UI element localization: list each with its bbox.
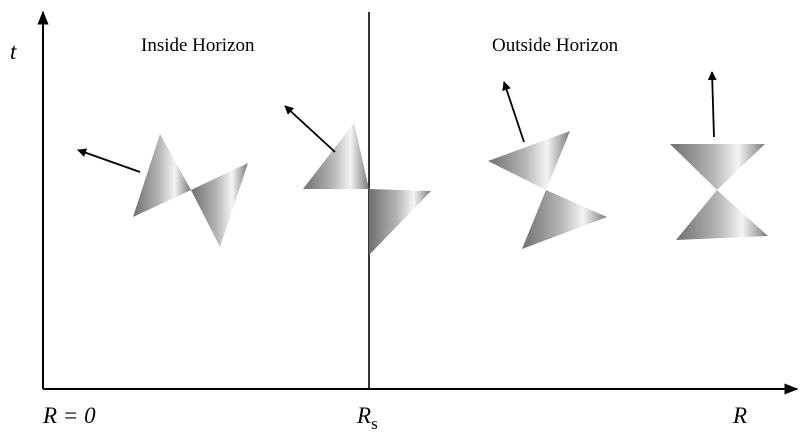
light-cone-inside-near — [285, 106, 431, 255]
future-direction-arrow — [712, 72, 714, 137]
future-direction-arrow — [78, 150, 140, 172]
light-cone-outside-near — [488, 82, 607, 249]
light-cone-inside-far — [78, 134, 248, 247]
light-cone-outside-far — [670, 72, 768, 240]
schwarzschild-radius-subscript: s — [371, 414, 378, 433]
origin-label: R = 0 — [43, 404, 96, 427]
t-axis-label: t — [10, 40, 16, 63]
outside-horizon-label: Outside Horizon — [492, 36, 618, 55]
inside-horizon-label: Inside Horizon — [141, 36, 254, 55]
future-direction-arrow — [504, 82, 524, 142]
r-axis-label: R — [733, 404, 747, 427]
future-direction-arrow — [285, 106, 335, 152]
schwarzschild-radius-symbol: R — [357, 403, 371, 428]
schwarzschild-radius-label: Rs — [357, 404, 378, 432]
